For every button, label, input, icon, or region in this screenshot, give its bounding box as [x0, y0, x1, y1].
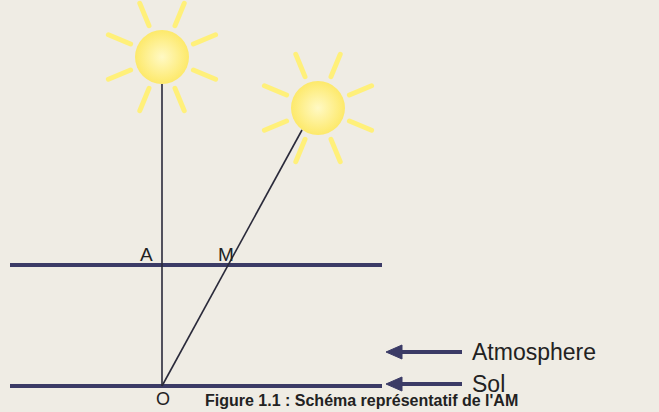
sun [264, 54, 371, 161]
point-label: M [218, 245, 234, 264]
figure-caption: Figure 1.1 : Schéma représentatif de l'A… [205, 393, 518, 409]
oblique-ray [162, 130, 302, 386]
point-label: O [156, 390, 170, 408]
atmosphere-top-line [10, 263, 382, 267]
ground-line [10, 384, 382, 388]
vertical-ray [161, 84, 163, 386]
point-label: A [140, 245, 153, 264]
leader-arrow [386, 345, 462, 391]
layer-label: Atmosphere [472, 341, 596, 364]
